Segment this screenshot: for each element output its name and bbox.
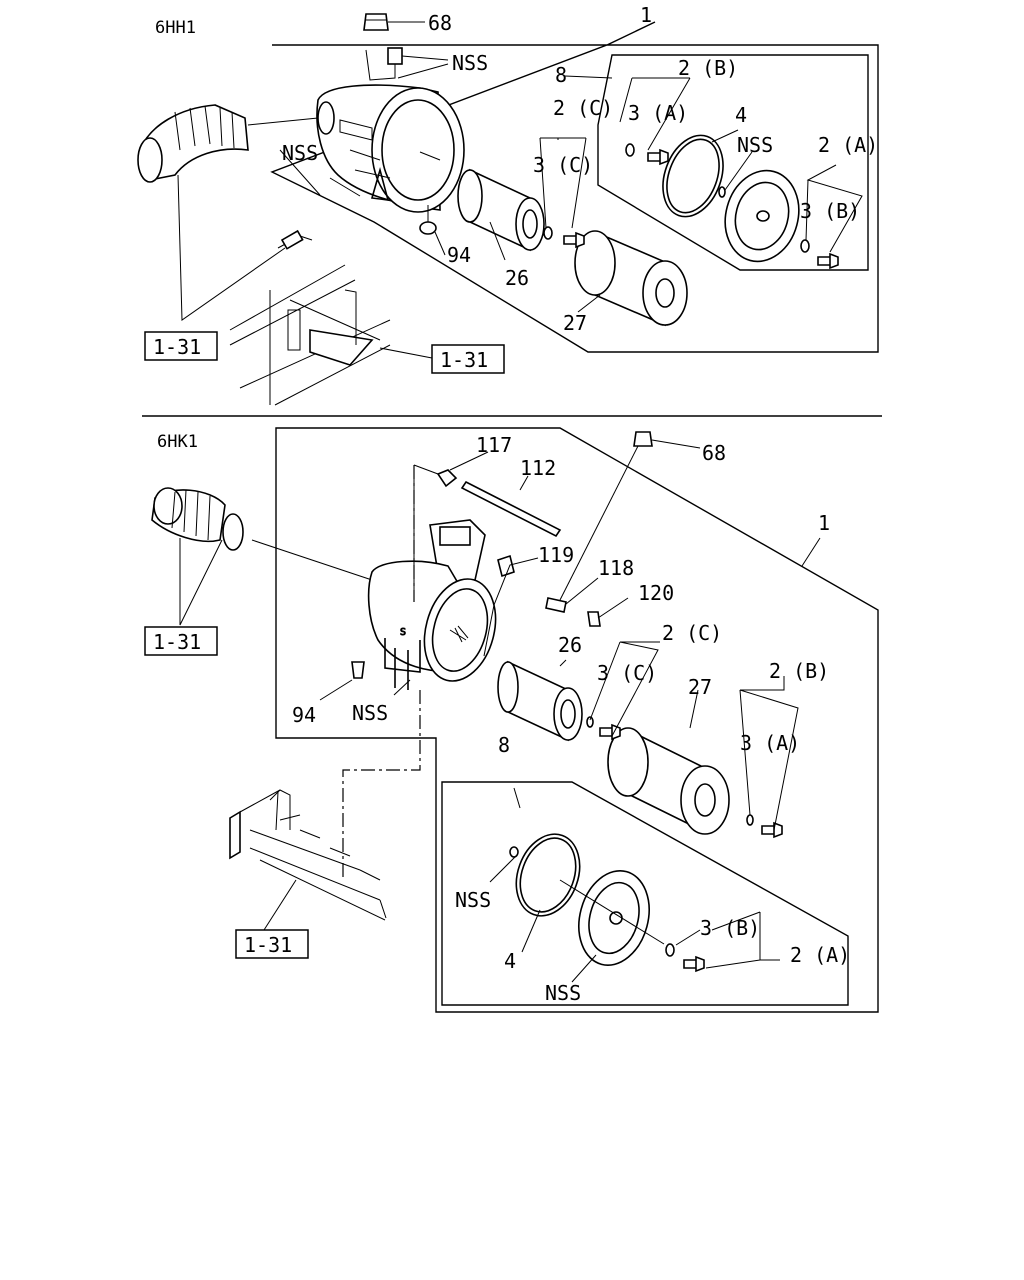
- callout-4: 4: [735, 103, 747, 127]
- callout-27: 27: [688, 675, 712, 699]
- assembly-outline: [270, 21, 879, 353]
- air-cleaner-housing: S: [351, 519, 497, 690]
- callout-2a: 2 (A): [790, 943, 850, 967]
- callout-nss-ring: NSS: [455, 888, 491, 912]
- callout-nss-mid: NSS: [737, 133, 773, 157]
- callout-3a: 3 (A): [740, 731, 800, 755]
- callout-112: 112: [520, 456, 556, 480]
- callout-68: 68: [428, 11, 452, 35]
- callout-94: 94: [447, 243, 471, 267]
- washers-wingbolts: [509, 716, 783, 973]
- callout-2c: 2 (C): [553, 96, 613, 120]
- callout-119: 119: [538, 543, 574, 567]
- ref-box[interactable]: 1-31: [144, 331, 218, 361]
- vacuator-cap: [363, 13, 425, 31]
- section-6hk1: 6HK1 S: [144, 427, 879, 1013]
- outer-element: [574, 230, 688, 327]
- vacuator-cap: [559, 431, 701, 601]
- callout-1: 1: [818, 511, 830, 535]
- mounting-bracket: [229, 789, 387, 921]
- inner-element: [457, 168, 545, 252]
- vacuator-hose: [413, 464, 601, 627]
- callout-8: 8: [498, 733, 510, 757]
- callout-3c: 3 (C): [597, 661, 657, 685]
- callout-2b: 2 (B): [678, 56, 738, 80]
- svg-text:1-31: 1-31: [153, 630, 201, 654]
- callout-3a: 3 (A): [628, 101, 688, 125]
- callout-94: 94: [292, 703, 316, 727]
- callout-2b: 2 (B): [769, 659, 829, 683]
- callout-68: 68: [702, 441, 726, 465]
- callout-26: 26: [558, 633, 582, 657]
- callout-nss-bottom: NSS: [352, 701, 388, 725]
- gasket-ring: [662, 134, 724, 218]
- element-kit-outline: [441, 781, 849, 1006]
- svg-text:1-31: 1-31: [244, 933, 292, 957]
- assembly-outline: [275, 427, 879, 1013]
- callout-120: 120: [638, 581, 674, 605]
- fitting: [365, 47, 449, 81]
- callout-4: 4: [504, 949, 516, 973]
- callout-117: 117: [476, 433, 512, 457]
- svg-text:S: S: [400, 627, 406, 638]
- callout-3b: 3 (B): [800, 199, 860, 223]
- end-cover: [578, 870, 650, 966]
- callout-3b: 3 (B): [700, 916, 760, 940]
- intake-hose: [151, 487, 373, 581]
- callout-nss-top: NSS: [452, 51, 488, 75]
- callout-nss-left: NSS: [282, 141, 318, 165]
- ref-box[interactable]: 1-31: [235, 929, 309, 959]
- callout-8: 8: [555, 63, 567, 87]
- leaders-bottom: [179, 451, 821, 983]
- svg-text:1-31: 1-31: [153, 335, 201, 359]
- callout-nss-cover: NSS: [545, 981, 581, 1005]
- mount-guide: [342, 690, 421, 880]
- element-kit-outline: [597, 54, 869, 271]
- outer-element: [607, 727, 730, 835]
- svg-text:1-31: 1-31: [440, 348, 488, 372]
- engine-label: 6HK1: [157, 432, 198, 452]
- callout-26: 26: [505, 266, 529, 290]
- section-6hh1: 6HH1: [137, 3, 879, 406]
- callout-1: 1: [640, 3, 652, 27]
- washers-wingbolts: [543, 143, 839, 270]
- ref-box[interactable]: 1-31: [431, 344, 505, 374]
- inner-element: [497, 660, 583, 742]
- gasket-ring: [515, 833, 581, 917]
- callout-2a: 2 (A): [818, 133, 878, 157]
- callout-2c: 2 (C): [662, 621, 722, 645]
- ref-box[interactable]: 1-31: [144, 626, 218, 656]
- intake-hose: [137, 104, 319, 183]
- leaders-top: [177, 75, 863, 359]
- callout-118: 118: [598, 556, 634, 580]
- mounting-bracket: [229, 229, 391, 406]
- callout-27: 27: [563, 311, 587, 335]
- callout-3c: 3 (C): [533, 153, 593, 177]
- air-cleaner-housing: [316, 84, 465, 235]
- engine-label: 6HH1: [155, 18, 196, 38]
- end-cover: [724, 169, 800, 263]
